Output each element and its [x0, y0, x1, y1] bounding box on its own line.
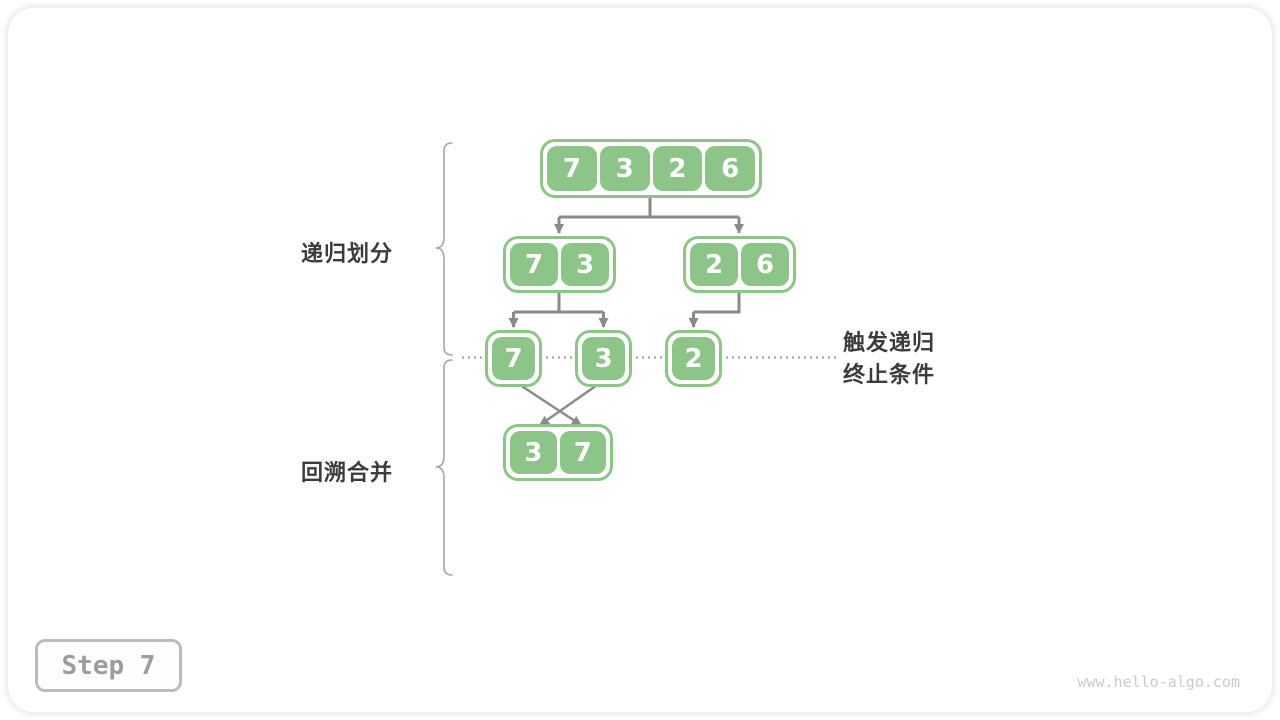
array-cell: 7	[547, 146, 597, 191]
figure-card	[8, 8, 1272, 712]
arrow-leaf7-to-merged	[516, 381, 582, 427]
label-termination-line1: 触发递归	[843, 330, 936, 355]
step-badge: Step 7	[35, 639, 182, 692]
array-node-leaf-2: 2	[665, 330, 722, 387]
array-cell: 6	[705, 146, 755, 191]
connector-left-split	[513, 292, 604, 314]
array-node-level2-right: 2 6	[683, 236, 796, 293]
label-termination-line2: 终止条件	[843, 362, 936, 387]
array-node-leaf-3: 3	[575, 330, 632, 387]
array-cell: 3	[510, 431, 557, 474]
array-node-leaf-7: 7	[485, 330, 542, 387]
array-cell: 7	[510, 243, 558, 286]
array-node-merged: 3 7	[503, 424, 613, 481]
label-backtrack-merge: 回溯合并	[300, 460, 393, 485]
array-cell: 3	[599, 146, 650, 191]
array-cell: 7	[559, 431, 606, 474]
brace-divide	[435, 142, 453, 356]
array-cell: 2	[690, 243, 738, 286]
connector-right-split	[693, 292, 741, 314]
brace-merge	[435, 359, 453, 576]
arrow-leaf3-to-merged	[539, 381, 601, 427]
array-cell: 6	[741, 243, 789, 286]
watermark-url: www.hello-algo.com	[1077, 673, 1240, 691]
connector-root-split	[559, 197, 739, 219]
array-node-root: 7 3 2 6	[540, 139, 762, 198]
array-cell: 2	[672, 337, 715, 380]
array-node-level2-left: 7 3	[503, 236, 616, 293]
array-cell: 2	[652, 146, 703, 191]
label-termination-condition: 触发递归 终止条件	[843, 327, 935, 391]
array-cell: 3	[561, 243, 609, 286]
label-recursive-divide: 递归划分	[300, 241, 393, 266]
array-cell: 3	[582, 337, 625, 380]
array-cell: 7	[492, 337, 535, 380]
